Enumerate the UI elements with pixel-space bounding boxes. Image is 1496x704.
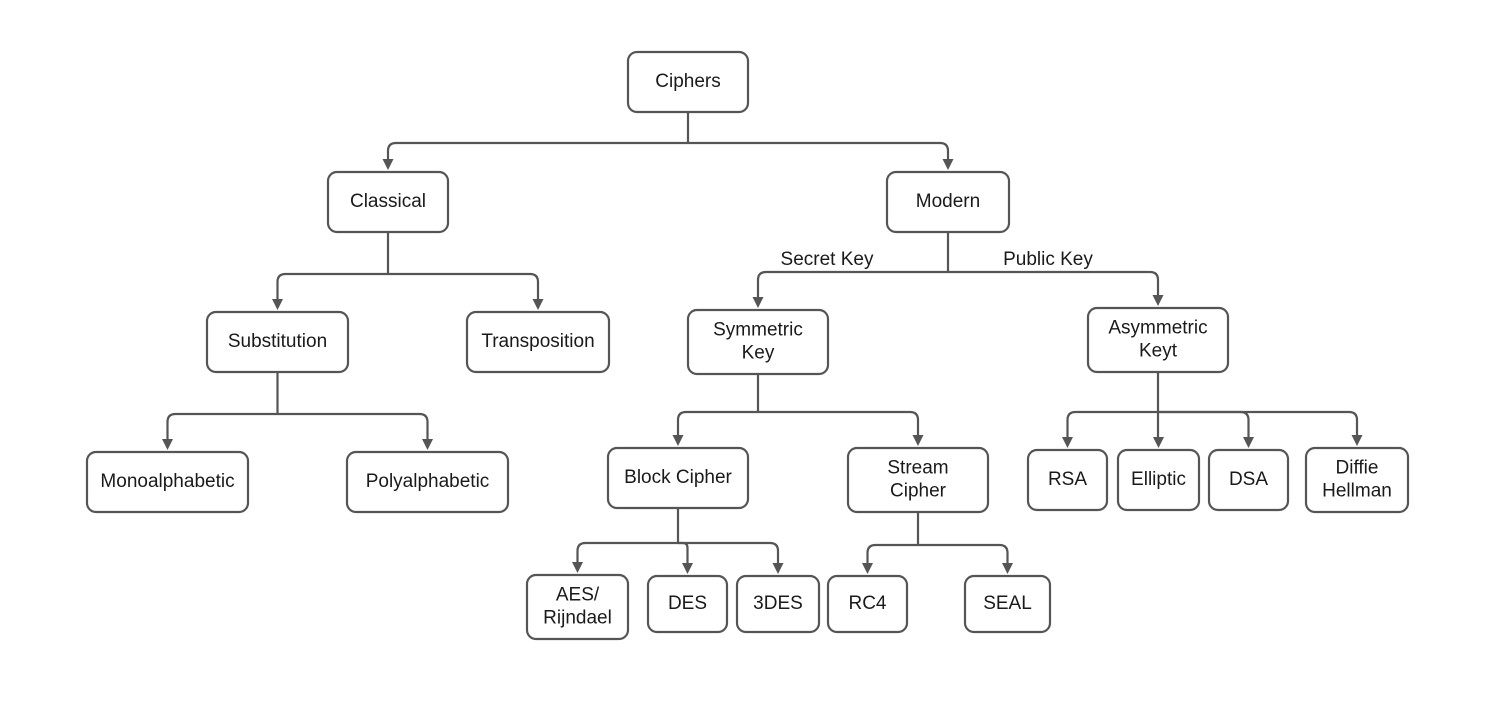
edge-line xyxy=(277,412,429,439)
edge-arrowhead xyxy=(912,435,924,446)
edge-arrowhead xyxy=(752,297,764,308)
node-aes-rijndael[interactable]: AES/Rijndael xyxy=(525,573,630,641)
edge-line xyxy=(758,410,920,435)
node-box-transposition[interactable] xyxy=(465,310,611,374)
node-box-3des[interactable] xyxy=(735,574,821,634)
node-box-aes-rijndael[interactable] xyxy=(525,573,630,641)
node-box-symmetric-key[interactable] xyxy=(686,308,830,376)
edge-line xyxy=(276,272,388,299)
edge-line xyxy=(1066,410,1158,437)
edge-line xyxy=(576,541,678,562)
node-box-seal[interactable] xyxy=(963,574,1052,634)
edge-arrowhead xyxy=(272,299,283,310)
node-des[interactable]: DES xyxy=(646,574,729,634)
public-key-label: Public Key xyxy=(1003,249,1093,270)
edge-labels-layer: Secret Key Public Key xyxy=(781,249,1094,270)
node-box-modern[interactable] xyxy=(885,170,1011,234)
edge-line xyxy=(676,410,758,435)
edge-line xyxy=(948,270,1160,295)
node-block-cipher[interactable]: Block Cipher xyxy=(606,446,750,510)
edge-arrowhead xyxy=(1002,563,1013,574)
node-modern[interactable]: Modern xyxy=(885,170,1011,234)
node-box-block-cipher[interactable] xyxy=(606,446,750,510)
edge-arrowhead xyxy=(572,562,583,573)
node-monoalphabetic[interactable]: Monoalphabetic xyxy=(85,450,250,514)
node-box-elliptic[interactable] xyxy=(1116,448,1201,512)
edge-arrowhead xyxy=(862,563,873,574)
edge-line xyxy=(756,270,948,297)
edge-arrowhead xyxy=(422,439,433,450)
node-box-substitution[interactable] xyxy=(205,310,350,374)
edge-line xyxy=(688,141,950,159)
node-rc4[interactable]: RC4 xyxy=(826,574,909,634)
edge-line xyxy=(1158,410,1250,437)
node-transposition[interactable]: Transposition xyxy=(465,310,611,374)
edge-arrowhead xyxy=(682,563,693,574)
edge-arrowhead xyxy=(1351,435,1363,446)
node-box-dsa[interactable] xyxy=(1207,448,1290,512)
edge-arrowhead xyxy=(672,435,684,446)
node-polyalphabetic[interactable]: Polyalphabetic xyxy=(345,450,510,514)
edge-arrowhead xyxy=(162,439,173,450)
secret-key-label: Secret Key xyxy=(781,249,874,270)
node-box-des[interactable] xyxy=(646,574,729,634)
edge-arrowhead xyxy=(942,159,954,170)
node-rsa[interactable]: RSA xyxy=(1026,448,1109,512)
node-box-monoalphabetic[interactable] xyxy=(85,450,250,514)
node-classical[interactable]: Classical xyxy=(326,170,450,234)
node-box-classical[interactable] xyxy=(326,170,450,234)
node-box-polyalphabetic[interactable] xyxy=(345,450,510,514)
node-3des[interactable]: 3DES xyxy=(735,574,821,634)
edge-line xyxy=(678,541,780,563)
edge-line xyxy=(388,272,540,299)
edge-arrowhead xyxy=(1062,437,1073,448)
node-seal[interactable]: SEAL xyxy=(963,574,1052,634)
node-box-ciphers[interactable] xyxy=(626,50,750,114)
node-box-rc4[interactable] xyxy=(826,574,909,634)
node-ciphers[interactable]: Ciphers xyxy=(626,50,750,114)
edge-arrowhead xyxy=(772,563,784,574)
edge-arrowhead xyxy=(532,299,544,310)
edge-arrowhead xyxy=(1243,437,1254,448)
node-box-rsa[interactable] xyxy=(1026,448,1109,512)
edge-line xyxy=(678,541,689,563)
edge-line xyxy=(166,412,278,439)
edge-line xyxy=(386,141,688,159)
node-elliptic[interactable]: Elliptic xyxy=(1116,448,1201,512)
node-substitution[interactable]: Substitution xyxy=(205,310,350,374)
edge-line xyxy=(866,543,918,563)
edge-arrowhead xyxy=(382,159,394,170)
edge-line xyxy=(1158,410,1359,435)
edge-line xyxy=(918,543,1009,563)
edge-arrowhead xyxy=(1153,437,1164,448)
edge-arrowhead xyxy=(1152,295,1164,306)
node-dsa[interactable]: DSA xyxy=(1207,448,1290,512)
node-box-stream-cipher[interactable] xyxy=(846,446,990,514)
edges-layer xyxy=(162,112,1363,574)
node-box-asymmetric-key[interactable] xyxy=(1086,306,1230,374)
node-box-diffie-hellman[interactable] xyxy=(1304,446,1410,514)
